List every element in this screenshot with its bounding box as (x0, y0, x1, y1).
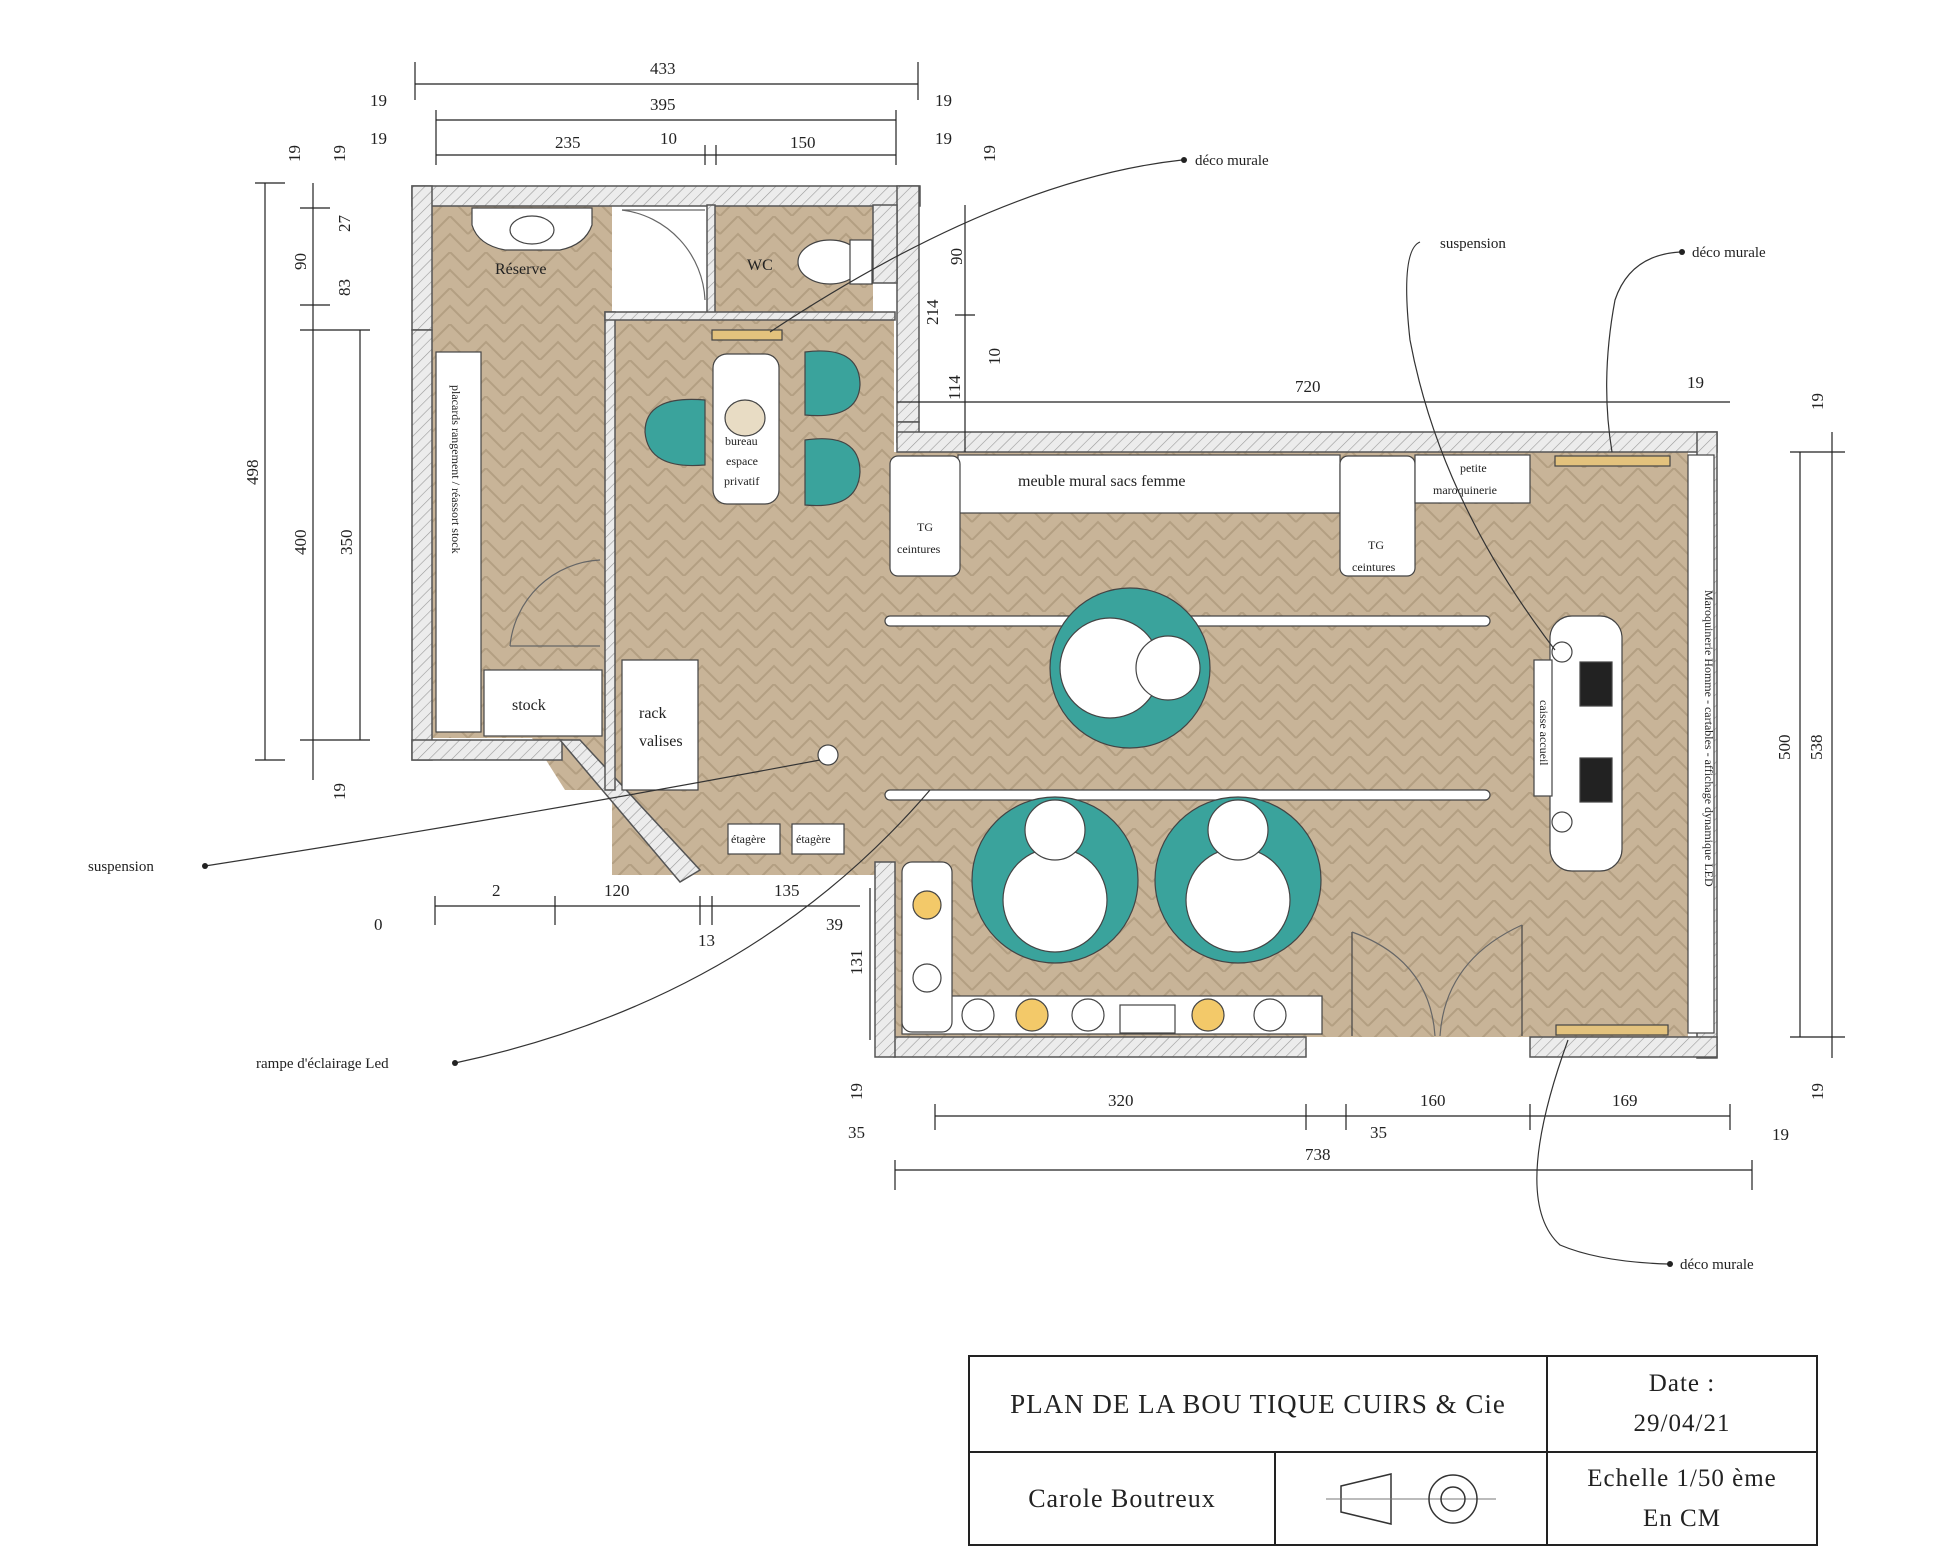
label-stock: stock (512, 697, 546, 714)
annotation-dots (202, 157, 1685, 1267)
dim-350: 350 (337, 530, 356, 556)
dim-19-m: 19 (1772, 1125, 1789, 1144)
dim-19-h: 19 (330, 783, 349, 800)
label-bureau-line2: espace (726, 454, 758, 468)
dim-19-f: 19 (330, 145, 349, 162)
dim-720: 720 (1295, 377, 1321, 396)
dim-214: 214 (923, 299, 942, 325)
dim-498: 498 (243, 460, 262, 486)
label-etagere-2: étagère (796, 832, 831, 846)
annot-deco-murale-right: déco murale (1692, 245, 1766, 261)
dim-135: 135 (774, 881, 800, 900)
dim-160: 160 (1420, 1091, 1446, 1110)
label-bureau-line1: bureau (725, 434, 758, 448)
label-wc: WC (747, 257, 773, 274)
dim-39: 39 (826, 915, 843, 934)
plan-title: PLAN DE LA BOU TIQUE CUIRS & Cie (970, 1357, 1548, 1453)
dim-0: 0 (374, 915, 383, 934)
dim-10: 10 (660, 129, 677, 148)
dim-19-a: 19 (370, 91, 387, 110)
dim-83: 83 (335, 279, 354, 296)
dim-19-e: 19 (285, 145, 304, 162)
dim-433: 433 (650, 59, 676, 78)
dimension-values: 433 395 19 19 19 19 235 10 150 19 19 19 … (243, 59, 1827, 1164)
dim-538: 538 (1807, 735, 1826, 761)
dim-114: 114 (945, 375, 964, 400)
label-reserve: Réserve (495, 261, 547, 278)
label-petite-line1: petite (1460, 461, 1487, 475)
dimension-lines (255, 62, 1845, 1190)
dim-320: 320 (1108, 1091, 1134, 1110)
dim-19-j: 19 (1808, 393, 1827, 410)
label-comptoir: caisse accueil (1537, 700, 1551, 766)
dim-131: 131 (847, 950, 866, 976)
scale-cell: Echelle 1/50 ème En CM (1548, 1453, 1816, 1544)
dim-90-left: 90 (291, 253, 310, 270)
dim-19-d: 19 (935, 129, 952, 148)
dim-738: 738 (1305, 1145, 1331, 1164)
date-label: Date : (1648, 1370, 1716, 1397)
room-labels: Réserve WC placards rangement / réassort… (449, 257, 1716, 887)
walls (411, 185, 1718, 1059)
label-bureau-line3: privatif (724, 474, 759, 488)
label-meuble-mural: meuble mural sacs femme (1018, 473, 1186, 490)
annot-deco-murale-top: déco murale (1195, 153, 1269, 169)
annotations: déco murale suspension déco murale suspe… (88, 153, 1766, 1273)
dim-19-k: 19 (1808, 1083, 1827, 1100)
dim-120: 120 (604, 881, 630, 900)
label-right-wall: Maroquinerie Homme - cartables - afficha… (1702, 590, 1716, 887)
label-rack-line2: valises (639, 733, 683, 750)
label-etagere-1: étagère (731, 832, 766, 846)
scale-line1: Echelle 1/50 ème (1587, 1464, 1777, 1492)
dim-19-g: 19 (980, 145, 999, 162)
label-tg-left-line2: ceintures (897, 542, 941, 556)
dim-395: 395 (650, 95, 676, 114)
label-tg-right-line1: TG (1368, 538, 1384, 552)
title-block: PLAN DE LA BOU TIQUE CUIRS & Cie Date : … (968, 1355, 1818, 1546)
dim-90-right: 90 (947, 248, 966, 265)
date-value: 29/04/21 (1633, 1410, 1731, 1437)
annot-rampe: rampe d'éclairage Led (256, 1056, 389, 1072)
annot-suspension-left: suspension (88, 859, 154, 875)
dim-35-b: 35 (1370, 1123, 1387, 1142)
dim-169: 169 (1612, 1091, 1638, 1110)
scale-line2: En CM (1643, 1504, 1721, 1532)
dim-2: 2 (492, 881, 501, 900)
furniture (435, 207, 1715, 1037)
dim-19-c: 19 (370, 129, 387, 148)
dim-10-b: 10 (985, 348, 1004, 365)
dim-13: 13 (698, 931, 715, 950)
dim-35-a: 35 (848, 1123, 865, 1142)
date-cell: Date : 29/04/21 (1548, 1357, 1816, 1453)
dim-500: 500 (1775, 735, 1794, 761)
dim-27: 27 (335, 215, 354, 233)
annot-deco-murale-bottom: déco murale (1680, 1257, 1754, 1273)
dim-400: 400 (291, 530, 310, 556)
dim-19-l: 19 (847, 1083, 866, 1100)
author: Carole Boutreux (970, 1453, 1276, 1544)
annotation-leaders (204, 159, 1681, 1265)
dim-19-b: 19 (935, 91, 952, 110)
first-angle-projection-icon (1276, 1453, 1548, 1544)
label-rack-line1: rack (639, 705, 667, 722)
label-tg-left-line1: TG (917, 520, 933, 534)
label-petite-line2: maroquinerie (1433, 483, 1497, 497)
label-placards: placards rangement / réassort stock (449, 385, 463, 554)
dim-150: 150 (790, 133, 816, 152)
dim-235: 235 (555, 133, 581, 152)
dim-19-i: 19 (1687, 373, 1704, 392)
label-tg-right-line2: ceintures (1352, 560, 1396, 574)
annot-suspension-top: suspension (1440, 236, 1506, 252)
